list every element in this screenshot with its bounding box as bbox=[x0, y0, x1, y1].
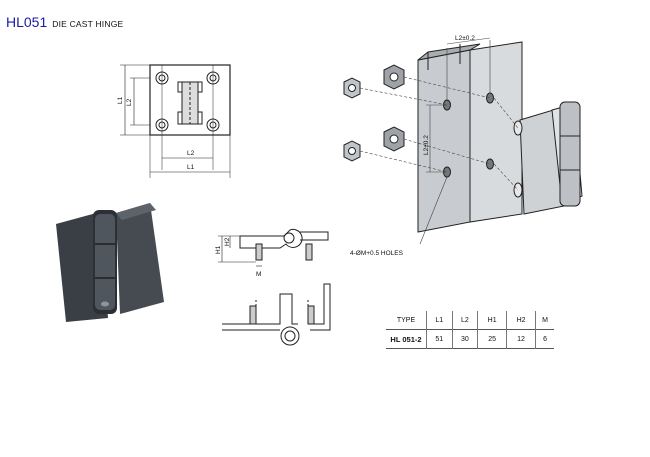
spec-cell-l1: 51 bbox=[426, 329, 453, 349]
spec-col-h1: H1 bbox=[477, 311, 507, 330]
side-dim-l1: L1 bbox=[117, 96, 124, 104]
spec-cell-type: HL 051-2 bbox=[390, 334, 422, 344]
product-title: HL051 DIE CAST HINGE bbox=[6, 14, 123, 30]
open-view-drawing bbox=[222, 283, 331, 346]
hinge-photo bbox=[56, 203, 164, 322]
spec-cell-h2: 12 bbox=[506, 329, 536, 349]
mount-dim-top: L2±0.2 bbox=[455, 35, 475, 42]
spec-col-l2: L2 bbox=[451, 311, 478, 330]
profile-view-drawing bbox=[218, 228, 329, 267]
product-description: DIE CAST HINGE bbox=[52, 19, 124, 29]
profile-dim-m: M bbox=[256, 271, 261, 278]
profile-dim-h1: H1 bbox=[215, 245, 222, 254]
mounting-view-drawing bbox=[417, 41, 583, 233]
spec-cell-m: 6 bbox=[535, 329, 554, 349]
front-view-drawing bbox=[120, 64, 231, 178]
spec-col-l1: L1 bbox=[426, 311, 453, 330]
spec-table: TYPE L1 L2 H1 H2 M HL 051-2 51 30 25 12 … bbox=[386, 311, 554, 349]
mount-dim-vertical: L2±0.2 bbox=[423, 135, 430, 155]
assembly-guide-lines bbox=[359, 37, 519, 245]
spec-col-h2: H2 bbox=[506, 311, 536, 330]
spec-cell-l2: 30 bbox=[451, 329, 478, 349]
front-dim-l2: L2 bbox=[187, 150, 195, 157]
spec-col-type: TYPE bbox=[396, 316, 416, 324]
hex-nuts bbox=[343, 64, 405, 162]
spec-header-row: TYPE L1 L2 H1 H2 M bbox=[386, 311, 554, 330]
front-dim-l1: L1 bbox=[187, 164, 195, 171]
spec-col-m: M bbox=[535, 311, 554, 330]
profile-dim-h2: H2 bbox=[224, 237, 231, 246]
table-row: HL 051-2 51 30 25 12 6 bbox=[386, 329, 554, 349]
mount-holes-note: 4-ØM+0.5 HOLES bbox=[350, 250, 404, 257]
model-code: HL051 bbox=[6, 14, 48, 30]
side-dim-l2: L2 bbox=[126, 98, 133, 106]
spec-cell-h1: 25 bbox=[477, 329, 507, 349]
